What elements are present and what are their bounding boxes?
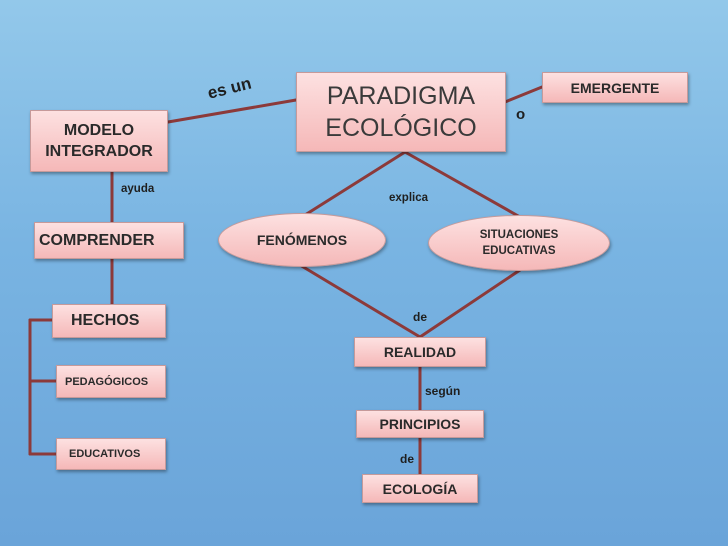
- line-paradigma-fenomenos: [303, 150, 407, 217]
- modelo-line2: INTEGRADOR: [45, 143, 153, 160]
- node-realidad: REALIDAD: [354, 337, 486, 367]
- situaciones-line2: EDUCATIVAS: [482, 245, 556, 257]
- hechos-text: HECHOS: [71, 312, 140, 329]
- node-comprender: COMPRENDER: [34, 222, 184, 259]
- label-segun: según: [425, 384, 461, 398]
- realidad-text: REALIDAD: [383, 344, 457, 360]
- label-ayuda: ayuda: [121, 183, 155, 195]
- node-pedagogicos: PEDAGÓGICOS: [56, 365, 166, 398]
- line-modelo-paradigma: [166, 98, 298, 124]
- node-ecologia: ECOLOGÍA: [362, 474, 478, 503]
- comprender-text: COMPRENDER: [39, 231, 155, 249]
- line-situaciones-realidad: [418, 268, 522, 339]
- node-hechos: HECHOS: [52, 304, 166, 338]
- emergente-text: EMERGENTE: [570, 79, 660, 96]
- line-fenomenos-realidad: [298, 263, 422, 339]
- pedagogicos-text: PEDAGÓGICOS: [65, 375, 149, 388]
- node-principios: PRINCIPIOS: [356, 410, 484, 438]
- line-paradigma-situaciones: [403, 150, 522, 219]
- fenomenos-text: FENÓMENOS: [256, 232, 348, 248]
- node-situaciones-educativas: SITUACIONES EDUCATIVAS: [428, 215, 610, 271]
- label-de-1: de: [413, 310, 428, 324]
- label-explica: explica: [389, 192, 428, 204]
- line-paradigma-emergente: [503, 85, 544, 104]
- node-educativos: EDUCATIVOS: [56, 438, 166, 470]
- ecologia-text: ECOLOGÍA: [382, 480, 458, 497]
- situaciones-line1: SITUACIONES: [479, 229, 559, 241]
- node-emergente: EMERGENTE: [542, 72, 688, 103]
- node-paradigma-ecologico: PARADIGMA ECOLÓGICO: [296, 72, 506, 152]
- educativos-text: EDUCATIVOS: [69, 448, 141, 460]
- paradigma-line2: ECOLÓGICO: [325, 114, 477, 142]
- label-o: o: [516, 106, 526, 123]
- paradigma-line1: PARADIGMA: [326, 82, 476, 110]
- label-de-2: de: [400, 452, 415, 466]
- node-fenomenos: FENÓMENOS: [218, 213, 386, 267]
- modelo-line1: MODELO: [63, 122, 135, 139]
- node-modelo-integrador: MODELO INTEGRADOR: [30, 110, 168, 172]
- principios-text: PRINCIPIOS: [379, 416, 461, 432]
